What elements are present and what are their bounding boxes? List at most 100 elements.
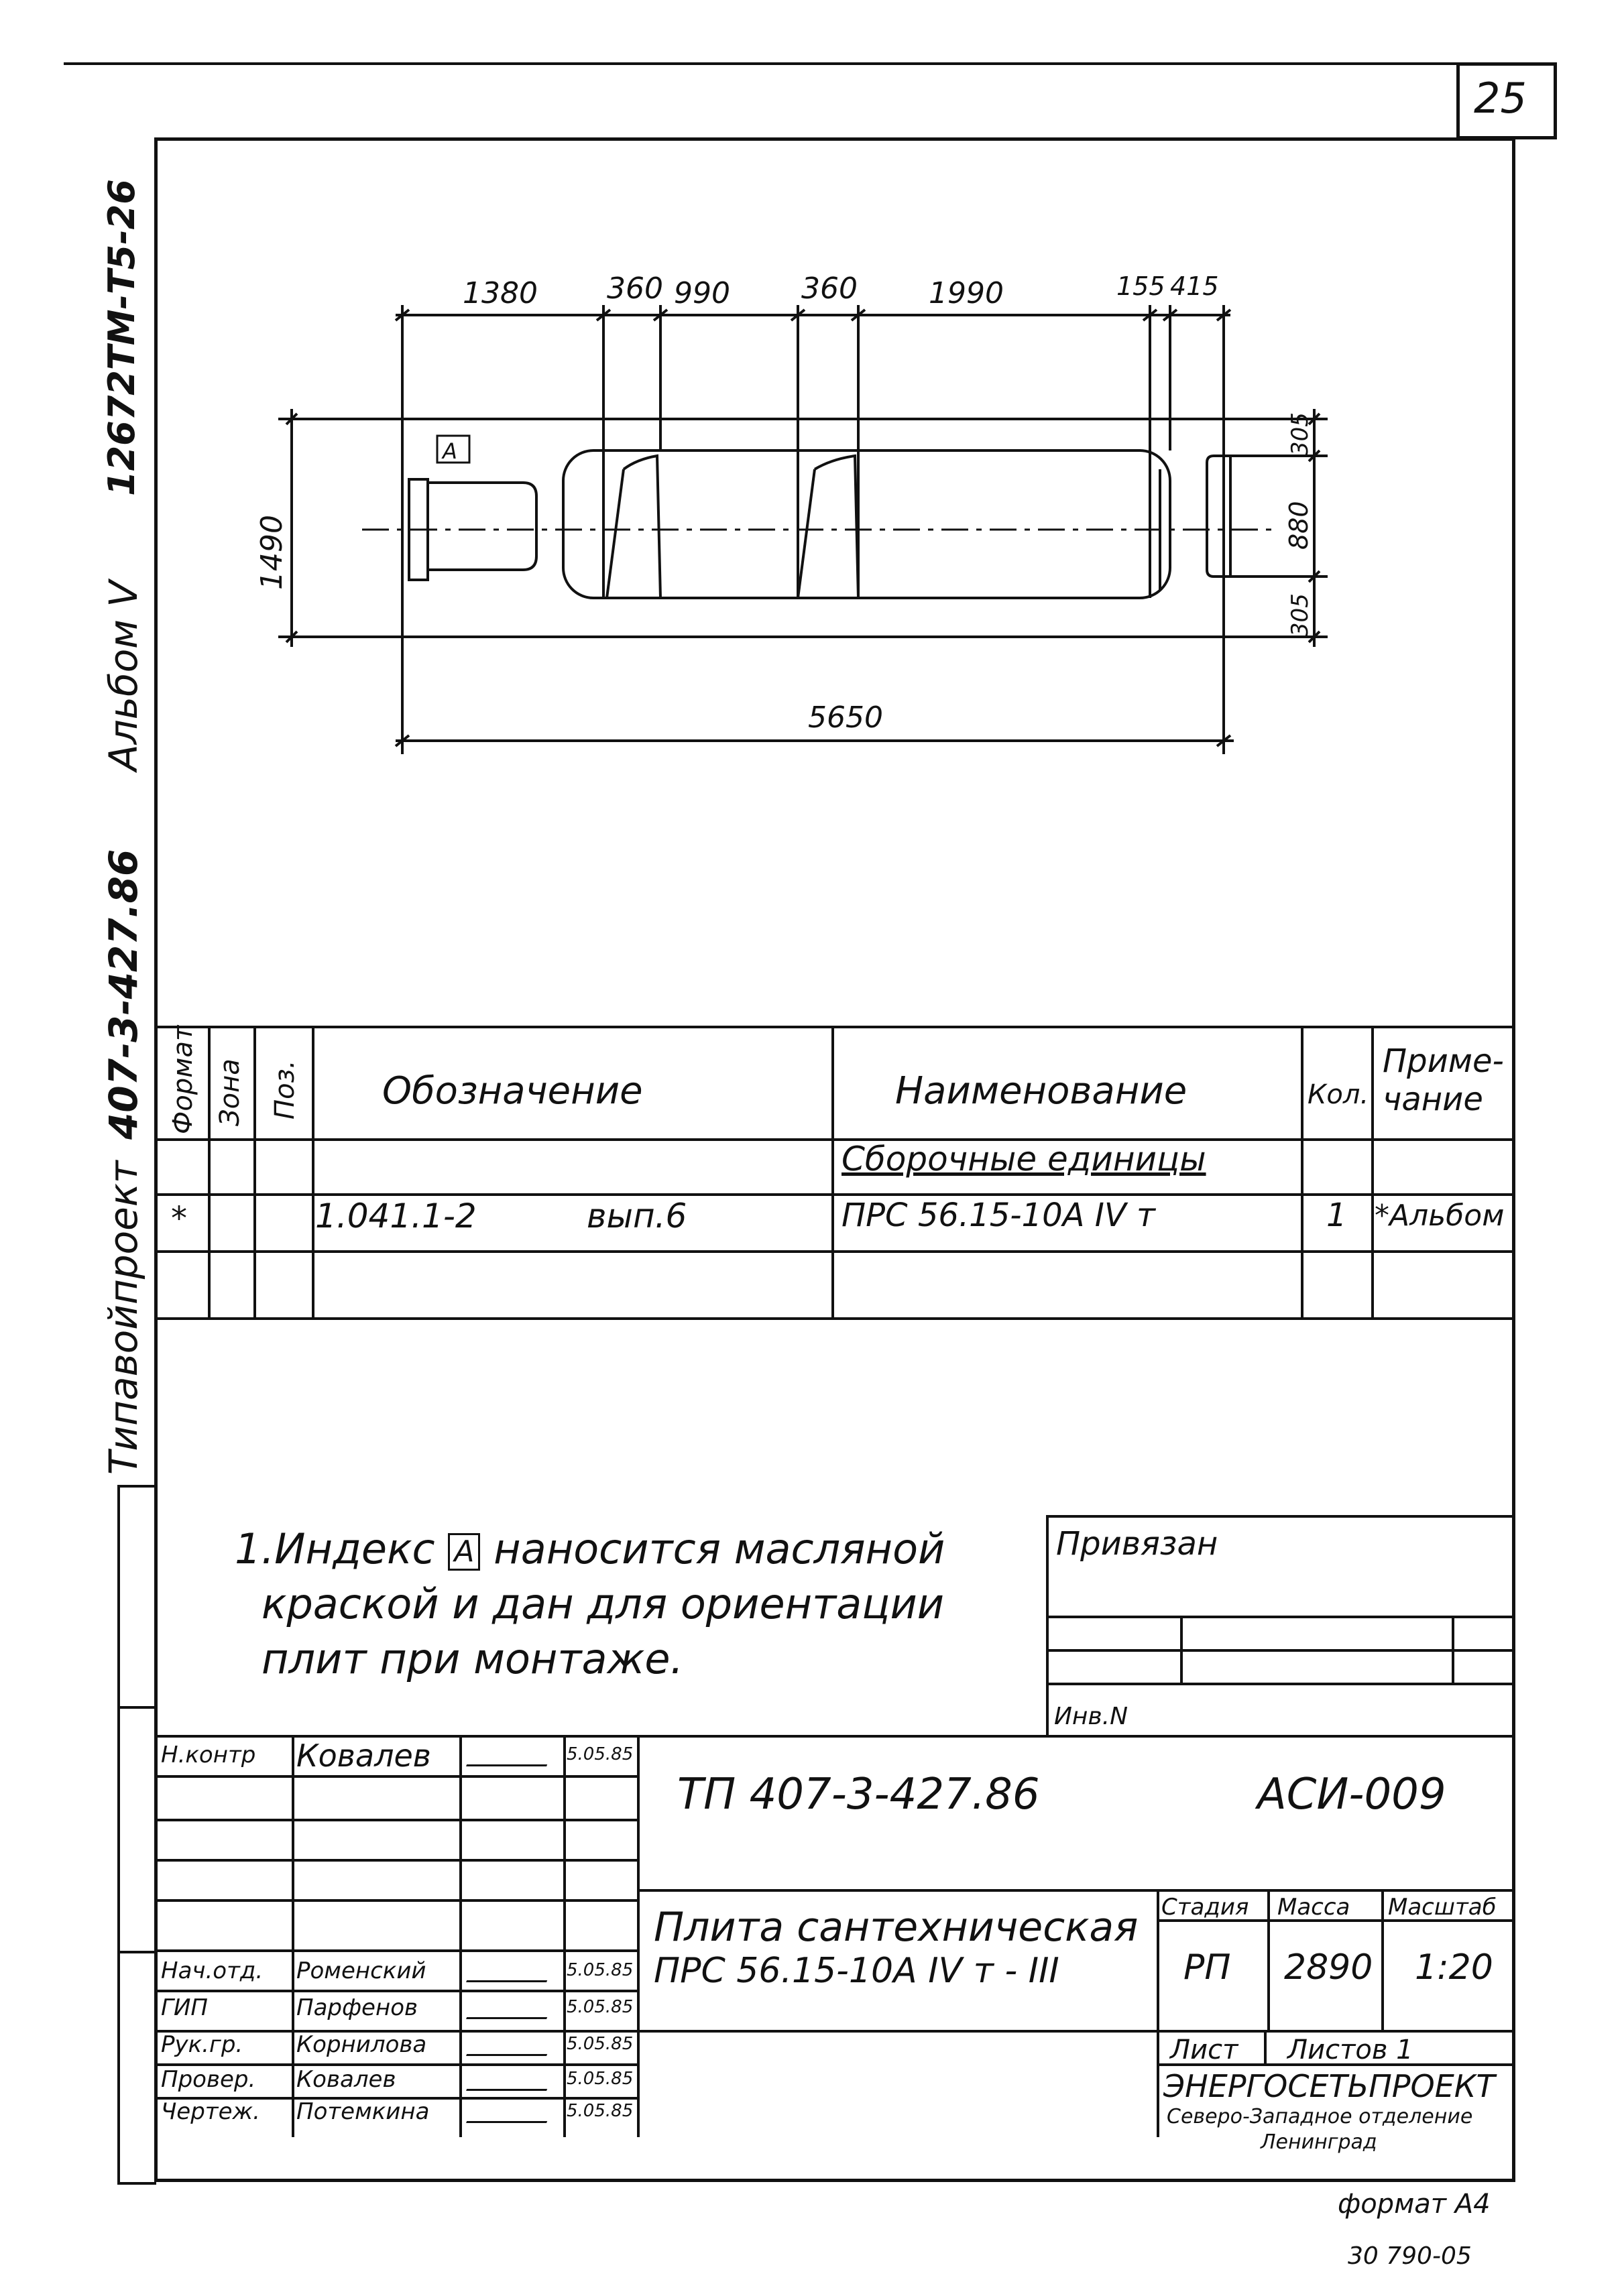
dim-top-0: 1380 bbox=[463, 276, 538, 310]
row-qty: 1 bbox=[1326, 1197, 1347, 1234]
dim-top-2: 990 bbox=[674, 276, 730, 310]
top-rule bbox=[64, 62, 1552, 65]
row-designation-issue: вып.6 bbox=[587, 1197, 687, 1235]
side-org: Типавойпроект bbox=[101, 1160, 146, 1475]
row-designation-code: 1.041.1-2 bbox=[315, 1197, 477, 1235]
hdr-designation: Обозначение bbox=[382, 1069, 643, 1113]
title-line-2: ПРС 56.15-10А IV т - III bbox=[654, 1951, 1059, 1991]
channel-2c bbox=[813, 454, 860, 599]
hdr-note-2: чание bbox=[1383, 1081, 1483, 1118]
binding-inv: Инв.N bbox=[1054, 1703, 1128, 1730]
signature-date: 5.05.85 bbox=[567, 1997, 634, 2017]
left-lug bbox=[408, 478, 429, 581]
dim-top-4: 1990 bbox=[929, 276, 1004, 310]
row-name: ПРС 56.15-10А IV т bbox=[842, 1197, 1155, 1234]
channel-1b bbox=[605, 469, 625, 599]
left-box bbox=[428, 481, 538, 571]
signature-name: Потемкина bbox=[296, 2098, 430, 2125]
plate-drawing: 1380 360 990 360 1990 155 415 1490 305 8… bbox=[255, 271, 1328, 754]
format-label: формат А4 bbox=[1338, 2189, 1491, 2220]
hdr-zone: Зона bbox=[215, 1059, 245, 1126]
sheets-label: Листов 1 bbox=[1287, 2035, 1413, 2065]
note-block: 1.Индекс А наносится масляной краской и … bbox=[235, 1522, 945, 1687]
main-body bbox=[562, 449, 1171, 599]
title-block bbox=[154, 1735, 1515, 2182]
signature-role: Нач.отд. bbox=[161, 1957, 264, 1984]
channel-2 bbox=[797, 469, 816, 599]
note-index-letter: А bbox=[454, 1534, 475, 1569]
stage-value: РП bbox=[1183, 1947, 1231, 1988]
note-line-1: 1.Индекс А наносится масляной bbox=[235, 1522, 945, 1577]
signature-name: Ковалев bbox=[296, 1738, 431, 1774]
channel-1c bbox=[622, 454, 662, 599]
spec-section-title: Сборочные единицы bbox=[842, 1140, 1206, 1179]
sheet-number: 25 bbox=[1474, 74, 1527, 123]
signature-name: Ковалев bbox=[296, 2066, 396, 2093]
plate-outline bbox=[401, 418, 1225, 638]
org-line-2: Северо-Западное отделение bbox=[1167, 2105, 1473, 2128]
sheet-label: Лист bbox=[1170, 2035, 1238, 2065]
row-note: *Альбом bbox=[1375, 1199, 1505, 1233]
signature-role: ГИП bbox=[161, 1994, 208, 2021]
side-project: 407-3-427.86 bbox=[101, 849, 146, 1140]
footer-code: 30 790-05 bbox=[1348, 2242, 1472, 2270]
stage-label: Стадия bbox=[1161, 1894, 1249, 1921]
signature-date: 5.05.85 bbox=[567, 1744, 634, 1764]
note-line-1-pre: 1.Индекс bbox=[235, 1524, 435, 1573]
note-line-1-post: наносится масляной bbox=[494, 1524, 945, 1573]
signature-mark bbox=[466, 2038, 553, 2056]
dim-right-0: 305 bbox=[1287, 412, 1314, 456]
spec-table bbox=[154, 1026, 1515, 1321]
main-frame bbox=[154, 137, 1515, 2182]
signature-date: 5.05.85 bbox=[567, 2101, 634, 2121]
dim-top-6: 415 bbox=[1170, 271, 1219, 301]
signature-role: Н.контр bbox=[161, 1742, 256, 1768]
org-line-1: ЭНЕРГОСЕТЬПРОЕКТ bbox=[1163, 2068, 1495, 2104]
left-strip-border bbox=[117, 1485, 120, 2182]
binding-block bbox=[1046, 1515, 1515, 1736]
signature-role: Чертеж. bbox=[161, 2098, 260, 2125]
dim-left: 1490 bbox=[255, 515, 289, 590]
index-mark-letter: А bbox=[441, 438, 457, 464]
signature-name: Парфенов bbox=[296, 1994, 418, 2021]
sheet-code: АСИ-009 bbox=[1257, 1770, 1446, 1819]
scale-label: Масштаб bbox=[1388, 1894, 1497, 1921]
hdr-pos: Поз. bbox=[270, 1060, 300, 1120]
mass-value: 2890 bbox=[1284, 1947, 1373, 1988]
org-line-3: Ленинград bbox=[1261, 2130, 1377, 2154]
left-strip-sep-2 bbox=[117, 1706, 156, 1709]
note-line-2: краской и дан для ориентации bbox=[262, 1579, 945, 1628]
dim-bottom: 5650 bbox=[808, 701, 883, 735]
left-strip-sep-1 bbox=[117, 1485, 156, 1488]
dim-right-2: 305 bbox=[1287, 593, 1314, 637]
left-strip-sep-4 bbox=[117, 2182, 156, 2185]
dim-right-1: 880 bbox=[1284, 501, 1314, 550]
signature-date: 5.05.85 bbox=[567, 2069, 634, 2089]
signature-name: Корнилова bbox=[296, 2031, 427, 2058]
index-mark-box bbox=[436, 434, 471, 464]
title-line-1: Плита сантехническая bbox=[654, 1904, 1139, 1951]
signature-name: Роменский bbox=[296, 1957, 426, 1984]
binding-title: Привязан bbox=[1056, 1525, 1218, 1563]
hdr-qty: Кол. bbox=[1308, 1079, 1369, 1110]
dim-top-1: 360 bbox=[607, 271, 663, 306]
signature-mark bbox=[466, 1964, 553, 1982]
right-box bbox=[1206, 455, 1232, 578]
hdr-name: Наименование bbox=[895, 1069, 1187, 1113]
scale-value: 1:20 bbox=[1415, 1947, 1493, 1988]
left-strip-sep-3 bbox=[117, 1951, 156, 1953]
signature-mark bbox=[466, 2105, 553, 2123]
hdr-format: Формат bbox=[168, 1025, 198, 1134]
mass-label: Масса bbox=[1277, 1894, 1350, 1921]
note-line-3: плит при монтаже. bbox=[262, 1634, 684, 1683]
dim-top-5: 155 bbox=[1116, 271, 1165, 301]
signature-role: Провер. bbox=[161, 2066, 256, 2093]
doc-code: ТП 407-3-427.86 bbox=[677, 1770, 1040, 1819]
row-format: * bbox=[171, 1200, 187, 1237]
signature-date: 5.05.85 bbox=[567, 1960, 634, 1980]
signature-mark bbox=[466, 2001, 553, 2019]
signature-role: Рук.гр. bbox=[161, 2031, 243, 2058]
signature-date: 5.05.85 bbox=[567, 2034, 634, 2054]
hdr-note-1: Приме- bbox=[1383, 1042, 1504, 1080]
dim-top-3: 360 bbox=[801, 271, 858, 306]
